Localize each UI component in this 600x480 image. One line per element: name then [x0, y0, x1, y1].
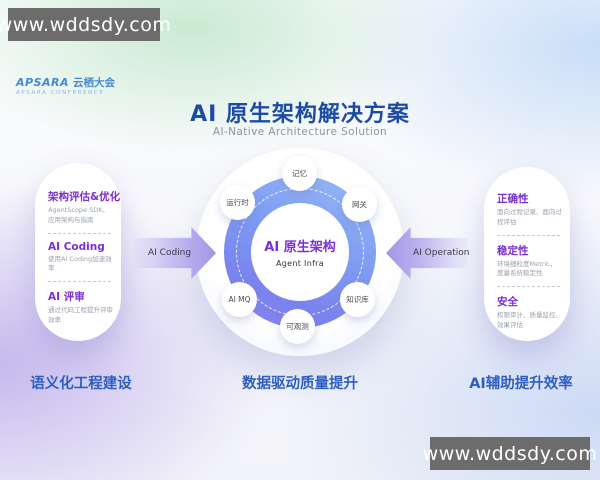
node-runtime: 运行时	[220, 185, 255, 220]
right-panel-card: 正确性 面向过程记录、面向过程评估 稳定性 环境细粒度Metric，度量系统稳定…	[484, 167, 570, 341]
right-panel-item-security: 安全 权限审计、质量监控、效果评估	[497, 294, 562, 331]
logo-brand-text: APSARA	[16, 76, 69, 89]
apsara-conference-logo: APSARA 云栖大会 APSARA CONFERENCE	[16, 77, 115, 96]
logo-tagline: APSARA CONFERENCE	[16, 89, 105, 96]
left-panel-item-ai-coding: AI Coding 使用AI Coding加速效率	[48, 241, 113, 275]
left-panel-item-ai-review: AI 评审 通过代码工程提升评审效率	[48, 289, 113, 326]
divider	[48, 281, 111, 282]
left-item-title: 架构评估&优化	[48, 191, 121, 203]
caption-semantic-engineering: 语义化工程建设	[30, 376, 132, 392]
left-panel-card: 架构评估&优化 AgentScope SDK、应用架构与指南 AI Coding…	[35, 163, 121, 341]
right-item-title: 稳定性	[497, 244, 529, 257]
right-item-desc: 面向过程记录、面向过程评估	[497, 208, 562, 226]
node-memory: 记忆	[282, 156, 317, 191]
node-knowledge-base: 知识库	[340, 282, 375, 317]
core-subtitle: Agent Infra	[276, 259, 324, 268]
right-item-desc: 权限审计、质量监控、效果评估	[497, 311, 562, 329]
watermark-top-left: www.wddsdy.com	[0, 8, 171, 41]
left-item-title: AI Coding	[48, 240, 105, 253]
node-gateway: 网关	[342, 187, 377, 222]
divider	[497, 234, 560, 236]
divider	[497, 286, 560, 287]
watermark-bottom-right: www.wddsdy.com	[423, 437, 597, 470]
logo-brand-row: APSARA 云栖大会	[16, 77, 115, 89]
logo-event-text: 云栖大会	[73, 77, 115, 89]
right-panel-item-correctness: 正确性 面向过程记录、面向过程评估	[497, 191, 562, 228]
divider	[48, 232, 111, 234]
left-item-title: AI 评审	[48, 291, 85, 303]
right-item-title: 安全	[497, 296, 518, 308]
core-title: AI 原生架构	[264, 240, 336, 255]
left-arrow-label: AI Coding	[148, 248, 192, 258]
caption-ai-assisted-efficiency: AI辅助提升效率	[469, 376, 573, 392]
right-panel-item-stability: 稳定性 环境细粒度Metric，度量系统稳定性	[497, 243, 562, 280]
page-title: AI 原生架构解决方案	[190, 102, 410, 127]
node-observability: 可观测	[280, 309, 315, 344]
core-circle: AI 原生架构 Agent Infra	[251, 203, 349, 301]
right-arrow-label: AI Operation	[413, 248, 470, 258]
left-item-desc: AgentScope SDK、应用架构与指南	[48, 206, 110, 224]
left-item-desc: 通过代码工程提升评审效率	[48, 306, 113, 324]
node-ai-mq: AI MQ	[222, 282, 257, 317]
page-subtitle: AI-Native Architecture Solution	[212, 126, 388, 138]
caption-data-driven-quality: 数据驱动质量提升	[242, 376, 358, 392]
left-panel-item-architecture-evaluation: 架构评估&优化 AgentScope SDK、应用架构与指南	[48, 189, 121, 226]
right-item-desc: 环境细粒度Metric，度量系统稳定性	[497, 259, 557, 278]
left-item-desc: 使用AI Coding加速效率	[48, 254, 112, 273]
right-item-title: 正确性	[497, 193, 529, 205]
